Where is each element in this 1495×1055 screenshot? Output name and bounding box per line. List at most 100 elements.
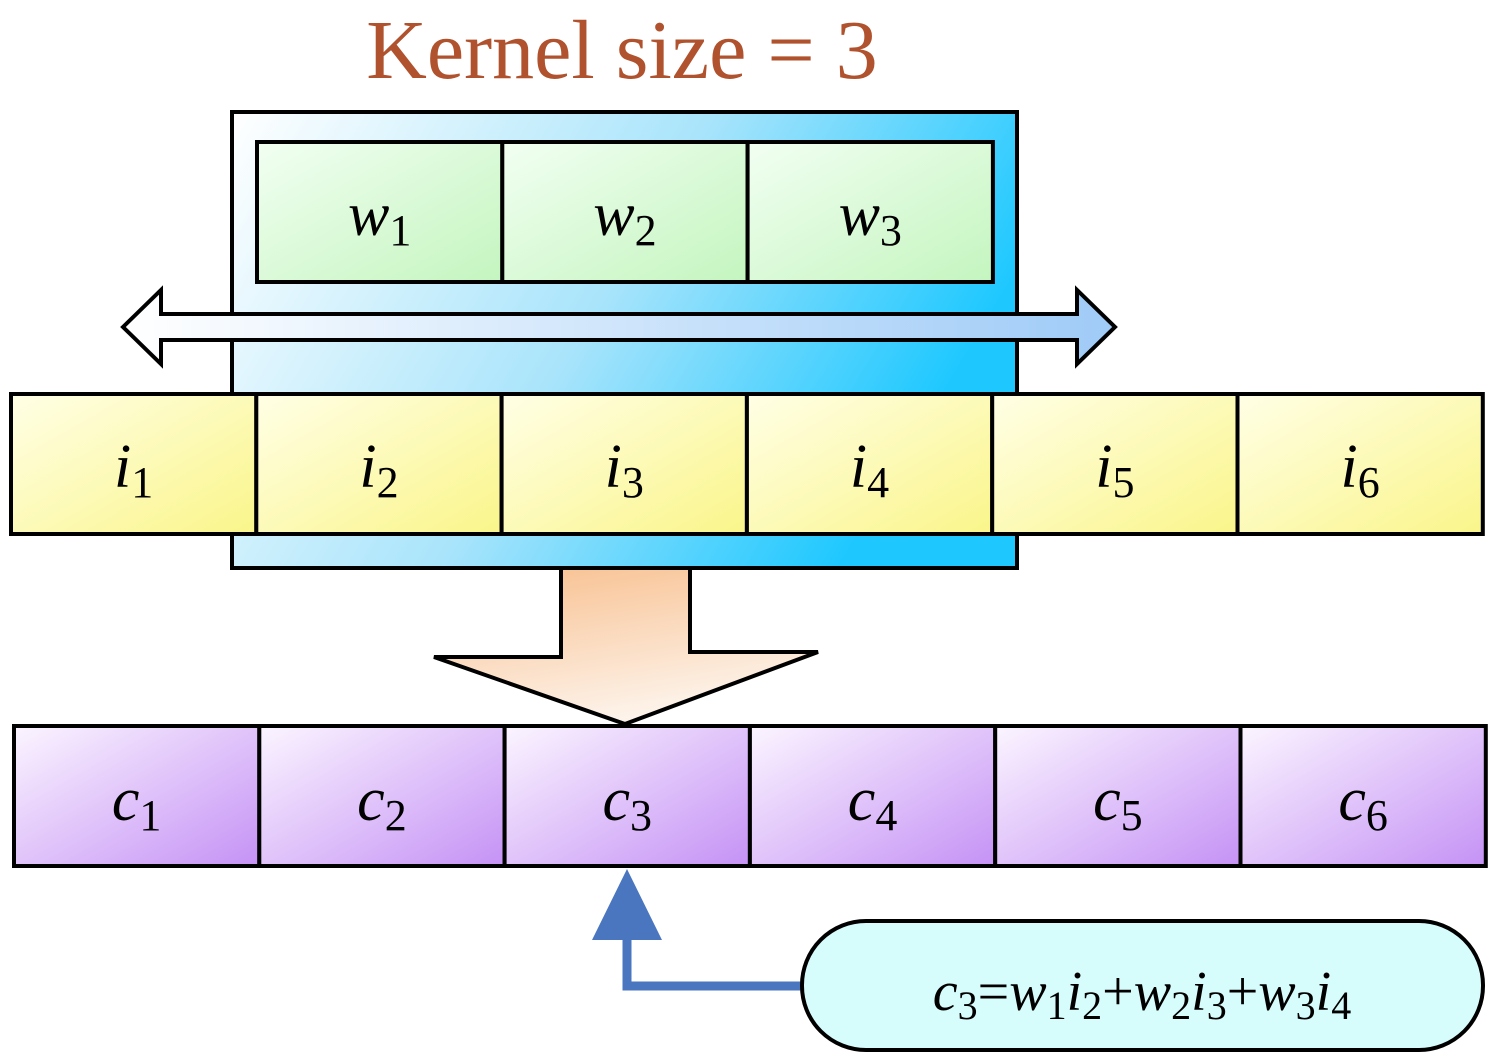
- formula-symbol: w: [1258, 961, 1295, 1023]
- output-symbol: c: [848, 766, 876, 834]
- input-subscript: 3: [622, 458, 644, 507]
- formula-subscript: 3: [958, 983, 978, 1028]
- input-label: i5: [1095, 433, 1134, 507]
- output-cell-box: [257, 724, 507, 868]
- output-cell: c2: [257, 724, 507, 868]
- input-cell: i1: [9, 392, 259, 536]
- input-subscript: 4: [867, 458, 889, 507]
- output-symbol: c: [357, 766, 385, 834]
- input-cell: i6: [1235, 392, 1485, 536]
- output-cell: c6: [1238, 724, 1488, 868]
- formula-subscript: 4: [1331, 983, 1351, 1028]
- output-label: c4: [848, 766, 898, 840]
- input-symbol: i: [359, 433, 376, 501]
- kernel-weight-symbol: w: [593, 181, 634, 249]
- output-symbol: c: [1093, 766, 1121, 834]
- up-arrow-icon: [592, 869, 662, 940]
- formula-symbol: i: [1191, 961, 1207, 1023]
- kernel-weight-cell: w2: [500, 140, 750, 284]
- input-cell-box: [990, 392, 1240, 536]
- kernel-weight-label: w3: [839, 181, 902, 255]
- kernel-weight-symbol: w: [839, 181, 880, 249]
- output-label: c6: [1338, 766, 1388, 840]
- formula-operator: +: [1102, 961, 1134, 1023]
- output-subscript: 3: [630, 791, 652, 840]
- input-cell: i3: [499, 392, 749, 536]
- output-cell-box: [12, 724, 262, 868]
- kernel-weight-cell-box: [745, 140, 995, 284]
- input-symbol: i: [605, 433, 622, 501]
- kernel-weight-cell: w3: [745, 140, 995, 284]
- output-label: c5: [1093, 766, 1143, 840]
- input-subscript: 6: [1358, 458, 1380, 507]
- input-label: i2: [359, 433, 398, 507]
- input-symbol: i: [850, 433, 867, 501]
- output-label: c3: [602, 766, 652, 840]
- input-subscript: 2: [377, 458, 399, 507]
- formula-box: [800, 919, 1485, 1052]
- output-cell: c5: [993, 724, 1243, 868]
- kernel-weight-subscript: 2: [635, 206, 657, 255]
- formula-operator: +: [1227, 961, 1259, 1023]
- input-subscript: 1: [131, 458, 153, 507]
- down-arrow-icon: [433, 566, 819, 727]
- output-symbol: c: [112, 766, 140, 834]
- kernel-weight-subscript: 3: [880, 206, 902, 255]
- input-cell-box: [1235, 392, 1485, 536]
- kernel-weight-label: w1: [348, 181, 411, 255]
- formula-operator: =: [978, 961, 1010, 1023]
- formula-subscript: 2: [1171, 983, 1191, 1028]
- input-cell-box: [499, 392, 749, 536]
- kernel-weight-cell: w1: [255, 140, 505, 284]
- input-cell: i5: [990, 392, 1240, 536]
- pointer-arrow-line: [622, 933, 804, 991]
- input-cell-box: [254, 392, 504, 536]
- diagram-title: Kernel size = 3: [366, 4, 878, 97]
- kernel-weight-cell-box: [500, 140, 750, 284]
- output-subscript: 6: [1366, 791, 1388, 840]
- kernel-weight-label: w2: [593, 181, 656, 255]
- formula-symbol: i: [1067, 961, 1083, 1023]
- slide-double-arrow-icon: [120, 285, 1118, 369]
- input-cell: i4: [744, 392, 995, 536]
- input-label: i6: [1341, 433, 1380, 507]
- formula-subscript: 1: [1047, 983, 1067, 1028]
- output-subscript: 4: [875, 791, 897, 840]
- output-cell-box: [502, 724, 752, 868]
- formula-symbol: w: [1009, 961, 1046, 1023]
- output-subscript: 1: [139, 791, 161, 840]
- output-cell: c1: [12, 724, 262, 868]
- output-label: c2: [357, 766, 407, 840]
- output-cell-box: [747, 724, 998, 868]
- input-subscript: 5: [1112, 458, 1134, 507]
- kernel-weight-cell-box: [255, 140, 505, 284]
- formula-subscript: 3: [1296, 983, 1316, 1028]
- kernel-weight-subscript: 1: [389, 206, 411, 255]
- kernel-weight-symbol: w: [348, 181, 389, 249]
- output-subscript: 2: [385, 791, 407, 840]
- output-cell: c3: [502, 724, 752, 868]
- output-cell-box: [1238, 724, 1488, 868]
- formula-subscript: 3: [1207, 983, 1227, 1028]
- input-symbol: i: [114, 433, 131, 501]
- input-symbol: i: [1341, 433, 1358, 501]
- output-cell: c4: [747, 724, 998, 868]
- output-label: c1: [112, 766, 162, 840]
- input-label: i3: [605, 433, 644, 507]
- input-label: i4: [850, 433, 889, 507]
- formula-subscript: 2: [1082, 983, 1102, 1028]
- input-cell: i2: [254, 392, 504, 536]
- formula-symbol: i: [1316, 961, 1332, 1023]
- input-cell-box: [744, 392, 995, 536]
- output-symbol: c: [1338, 766, 1366, 834]
- output-cell-box: [993, 724, 1243, 868]
- output-symbol: c: [602, 766, 630, 834]
- formula-text: c3=w1i2+w2i3+w3i4: [933, 961, 1351, 1028]
- output-subscript: 5: [1121, 791, 1143, 840]
- input-cell-box: [9, 392, 259, 536]
- formula-symbol: c: [933, 961, 958, 1023]
